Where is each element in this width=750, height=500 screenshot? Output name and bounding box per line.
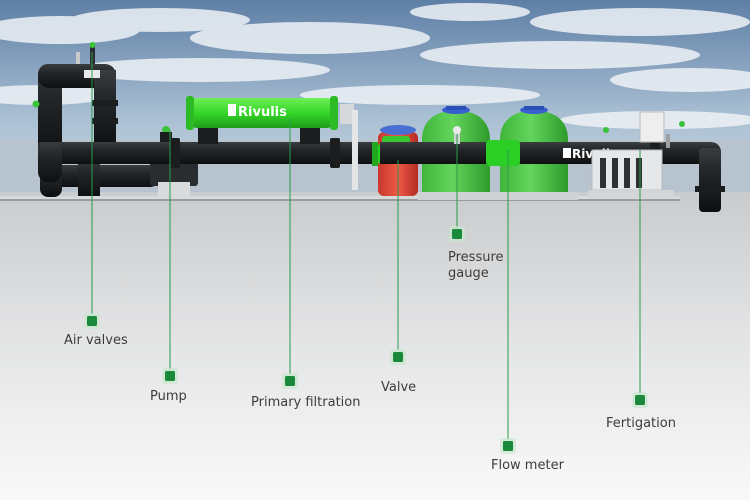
filter-logo: Rivulis [238,105,287,120]
square-marker-icon [632,392,648,408]
label-fertigation: Fertigation [606,416,676,431]
marker-fertigation[interactable] [632,392,648,412]
ground [0,192,750,500]
square-marker-icon [162,368,178,384]
marker-valve[interactable] [390,349,406,369]
skid-frame [0,196,680,201]
label-air-valves: Air valves [64,333,128,348]
marker-flow-meter[interactable] [500,438,516,458]
primary-filter: Rivulis [186,96,358,190]
square-marker-icon [449,226,465,242]
flow-meter-body [486,140,520,166]
label-pressure-gauge: Pressure gauge [448,250,504,281]
label-flow-meter: Flow meter [491,458,564,473]
square-marker-icon [84,313,100,329]
label-primary-filtration: Primary filtration [251,395,361,410]
marker-pump[interactable] [162,368,178,388]
fertigation-unit [588,111,685,198]
label-valve: Valve [381,380,417,395]
square-marker-icon [390,349,406,365]
square-marker-icon [282,373,298,389]
callout-lines [91,52,641,440]
label-pump: Pump [150,389,187,404]
marker-air-valves[interactable] [84,313,100,333]
square-marker-icon [500,438,516,454]
marker-pressure-gauge[interactable] [449,226,465,246]
clouds [0,3,750,129]
marker-primary-filtration[interactable] [282,373,298,393]
